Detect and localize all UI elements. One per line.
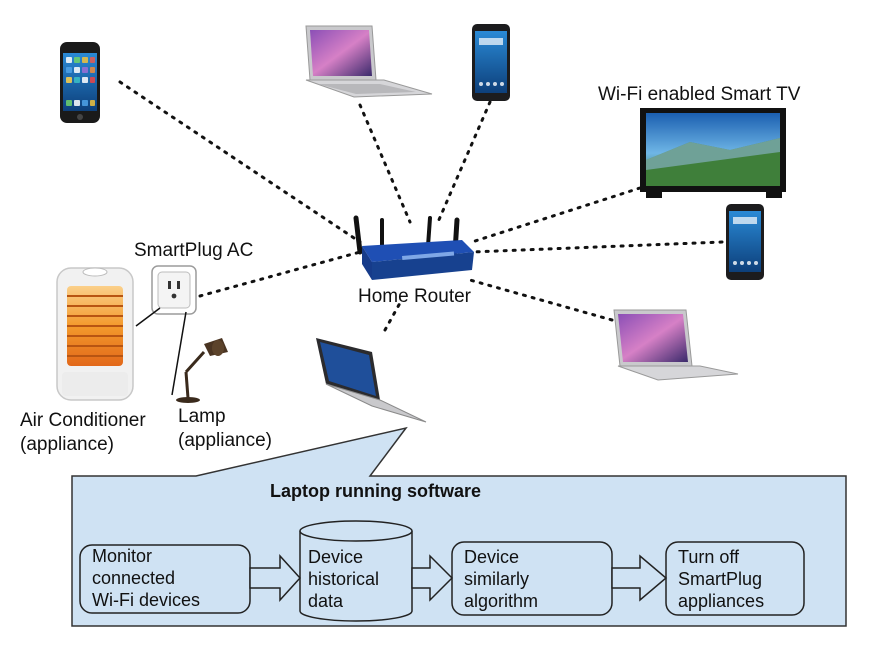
step-4-line-1: Turn off: [678, 547, 740, 567]
link-smartplug: [198, 250, 362, 298]
lamp-label: Lamp: [178, 406, 226, 427]
flow-arrow-1: [249, 554, 302, 602]
home-router-label: Home Router: [358, 286, 471, 307]
step-4-line-2: SmartPlug: [678, 569, 762, 589]
link-laptop-top: [358, 103, 412, 224]
link-laptop-right: [468, 278, 614, 322]
link-laptop-bottom: [383, 301, 402, 332]
link-iphone: [118, 80, 362, 244]
smart-tv-label: Wi-Fi enabled Smart TV: [598, 84, 801, 105]
step-3-line-2: similarly: [464, 569, 529, 589]
smartplug-icon: [151, 265, 197, 315]
step-3-line-3: algorithm: [464, 591, 538, 611]
smart-tv-icon: [640, 108, 786, 198]
laptop-icon: [305, 25, 433, 98]
air-conditioner-label: Air Conditioner: [20, 410, 146, 431]
desk-lamp-icon: [176, 338, 228, 403]
step-2-line-2: historical: [308, 569, 379, 589]
step-2-line-1: Device: [308, 547, 363, 567]
flow-arrow-2: [411, 554, 454, 602]
router-icon: [353, 215, 474, 280]
flow-arrow-3: [611, 554, 668, 602]
flow-arrows: [249, 554, 668, 602]
laptop-right-icon: [613, 309, 739, 381]
step-2-line-3: data: [308, 591, 344, 611]
heater-icon: [56, 267, 134, 401]
air-conditioner-sublabel: (appliance): [20, 434, 114, 455]
step-box-2-cylinder: [299, 520, 413, 622]
android-phone-right-icon: [726, 204, 764, 280]
asus-laptop-icon: [316, 338, 427, 423]
step-1-line-3: Wi-Fi devices: [92, 590, 200, 610]
android-phone-icon: [472, 24, 510, 101]
lamp-sublabel: (appliance): [178, 430, 272, 451]
step-3-line-1: Device: [464, 547, 519, 567]
link-smart-tv: [470, 186, 642, 244]
step-1-line-2: connected: [92, 568, 175, 588]
software-title: Laptop running software: [270, 481, 481, 501]
step-4-line-3: appliances: [678, 591, 764, 611]
wireless-links: [118, 80, 724, 332]
step-1-line-1: Monitor: [92, 546, 152, 566]
link-android-top: [436, 100, 492, 224]
link-android-right: [470, 240, 724, 254]
iphone-icon: [60, 42, 100, 123]
smartplug-label: SmartPlug AC: [134, 240, 254, 261]
appliance-cords: [135, 307, 187, 396]
